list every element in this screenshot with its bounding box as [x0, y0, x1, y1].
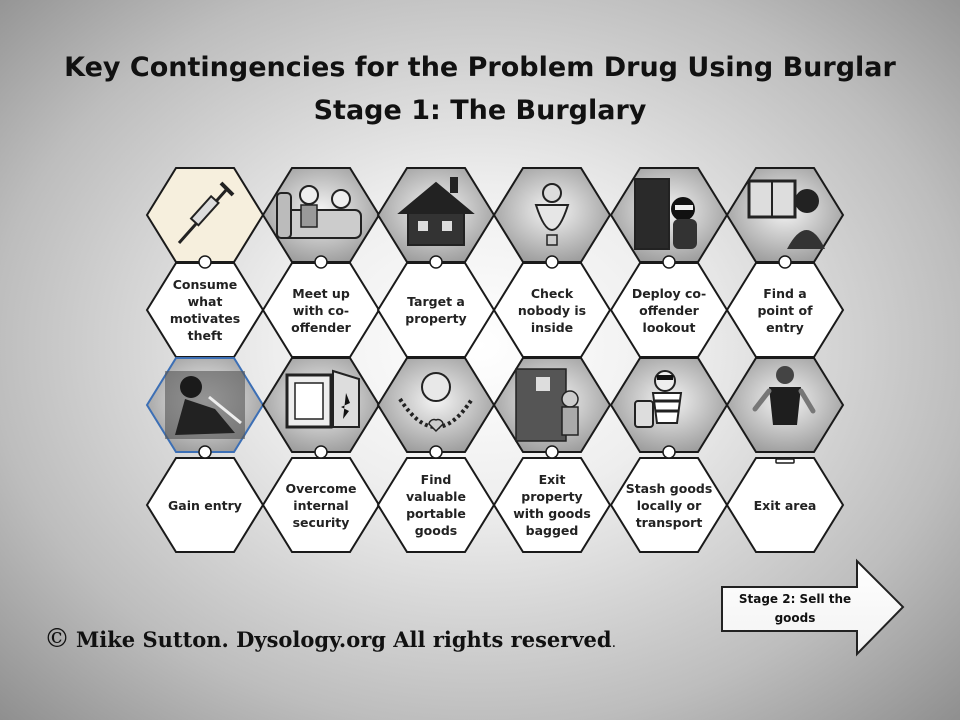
- copyright-symbol: ©: [44, 624, 70, 654]
- step-label: Check nobody is inside: [517, 285, 587, 335]
- connector-dot: [662, 255, 676, 269]
- step-label: Stash goods locally or transport: [625, 480, 713, 530]
- connector-dot: [545, 445, 559, 459]
- connector-dot: [545, 255, 559, 269]
- connector-dot: [198, 445, 212, 459]
- step-label: Target a property: [405, 294, 467, 326]
- syringe-icon: [177, 181, 235, 244]
- house-icon: [397, 177, 475, 246]
- jewellery-icon: [398, 372, 474, 433]
- connector-dot: [314, 445, 328, 459]
- break-in-icon: [165, 371, 245, 439]
- step-label: Find valuable portable goods: [406, 472, 466, 538]
- step-label: Exit property with goods bagged: [513, 472, 591, 538]
- title-line-1: Key Contingencies for the Problem Drug U…: [64, 52, 896, 83]
- open-safe-icon: [285, 369, 360, 429]
- step-label: Consume what motivates theft: [169, 277, 241, 343]
- copyright-notice: ©Mike Sutton. Dysology.org All rights re…: [44, 624, 616, 654]
- connector-dot: [198, 255, 212, 269]
- step-label: Deploy co- offender lookout: [631, 285, 707, 335]
- step-label: Exit area: [753, 497, 817, 513]
- step-hexagon: [725, 457, 845, 553]
- connector-dot: [429, 255, 443, 269]
- next-stage-label: Stage 2: Sell the goods: [738, 592, 852, 625]
- next-stage-arrow: [721, 558, 905, 657]
- connector-dot: [429, 445, 443, 459]
- co-offenders-sofa-icon: [276, 185, 362, 239]
- exit-building-icon: [515, 368, 579, 442]
- lookout-at-door-icon: [634, 178, 697, 250]
- running-burglar-icon: [634, 370, 683, 428]
- connector-bar: [775, 458, 795, 464]
- step-label: Find a point of entry: [757, 285, 813, 335]
- connector-dot: [778, 255, 792, 269]
- title-line-2: Stage 1: The Burglary: [313, 95, 647, 126]
- copyright-text: Mike Sutton. Dysology.org All rights res…: [76, 627, 612, 652]
- door-knocker-icon: [534, 183, 570, 246]
- step-label: Gain entry: [168, 497, 242, 513]
- connector-dot: [662, 445, 676, 459]
- walking-away-icon: [752, 366, 816, 425]
- step-label: Overcome internal security: [285, 480, 357, 530]
- burglar-at-window-icon: [747, 179, 825, 249]
- connector-dot: [314, 255, 328, 269]
- step-label: Meet up with co- offender: [291, 285, 351, 335]
- copyright-period: .: [611, 635, 617, 651]
